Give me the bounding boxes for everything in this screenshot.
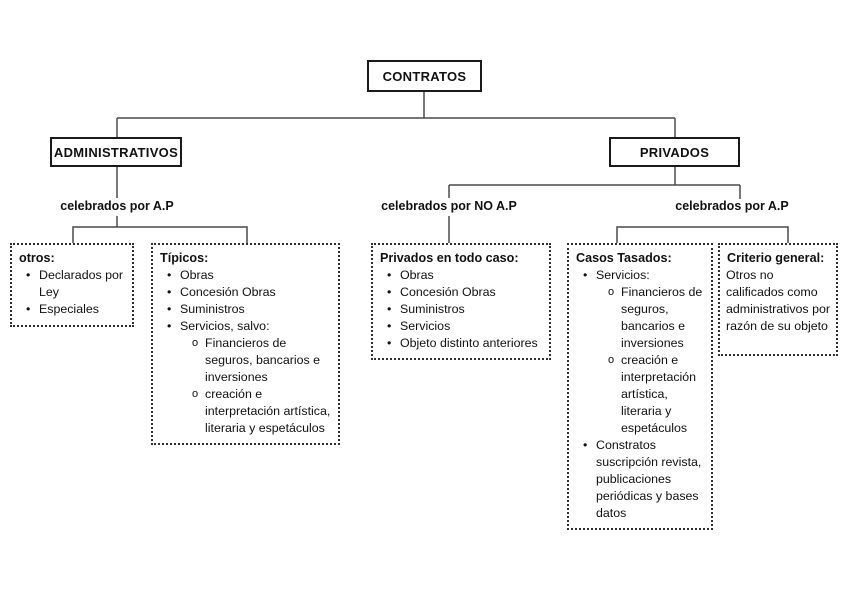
bullet-dot-icon: • [26, 268, 31, 282]
list-item: o creación e interpretación artística, li… [608, 352, 707, 437]
node-privados: PRIVADOS [609, 137, 740, 167]
bullet-dot-icon: • [26, 302, 31, 316]
bullet-dot-icon: • [167, 302, 172, 316]
bullet-dot-icon: • [387, 302, 392, 316]
node-privados-label: PRIVADOS [639, 144, 710, 160]
box-criterio-general-title: Criterio general: [727, 251, 825, 265]
list-item-text: Declarados por Ley [39, 268, 124, 299]
list-item-text: Financieros de seguros, bancarios e inve… [205, 336, 321, 384]
box-tipicos-list: • Obras • Concesión Obras • Suministros • Servi… [159, 267, 334, 437]
bullet-dot-icon: • [167, 285, 172, 299]
list-item: o creación e interpretación artística, li… [192, 386, 334, 437]
box-criterio-general: Criterio general: Otros no calificados c… [718, 243, 838, 356]
bullet-circle-icon: o [192, 388, 199, 400]
list-item: • Concesión Obras [167, 284, 334, 301]
box-casos-tasados: Casos Tasados: • Servicios: o Financieros d… [567, 243, 713, 530]
bullet-dot-icon: • [167, 268, 172, 282]
list-item: • Suministros [167, 301, 334, 318]
list-item-text: creación e interpretación artística, lit… [205, 387, 331, 435]
box-otros-title: otros: [19, 251, 55, 265]
list-item: • Constratos suscripción revista, publica… [583, 437, 707, 522]
bullet-circle-icon: o [192, 337, 199, 349]
list-item: • Especiales [26, 301, 128, 318]
box-privados-en-todo-caso-list: • Obras • Concesión Obras • Suministros • Servi… [379, 267, 545, 352]
group-label-celebrados-por-no-ap: celebrados por NO A.P [381, 199, 517, 213]
connector-ap-bracket [616, 226, 789, 243]
list-item-text: Constratos suscripción revista, publicac… [596, 438, 702, 520]
root-node-contratos: CONTRATOS [367, 60, 482, 92]
list-item: • Servicios: [583, 267, 707, 284]
box-casos-tasados-title: Casos Tasados: [576, 251, 672, 265]
list-item-text: Obras [400, 268, 434, 282]
list-item: • Servicios, salvo: [167, 318, 334, 335]
list-item: • Servicios [387, 318, 545, 335]
list-item-text: Concesión Obras [180, 285, 276, 299]
bullet-dot-icon: • [167, 319, 172, 333]
list-item: • Objeto distinto anteriores [387, 335, 545, 352]
list-item-text: Concesión Obras [400, 285, 496, 299]
bullet-dot-icon: • [387, 268, 392, 282]
root-node-label: CONTRATOS [382, 68, 467, 84]
bullet-dot-icon: • [583, 438, 588, 452]
connector-admin-bracket [72, 226, 248, 243]
list-item: o Financieros de seguros, bancarios e inv… [192, 335, 334, 386]
bullet-dot-icon: • [387, 319, 392, 333]
box-privados-en-todo-caso: Privados en todo caso: • Obras • Concesión … [371, 243, 551, 360]
group-label-celebrados-por-ap-admin: celebrados por A.P [60, 199, 174, 213]
list-item-text: Financieros de seguros, bancarios e inve… [621, 285, 703, 350]
list-item-text: Servicios, salvo: [180, 319, 270, 333]
list-item: • Declarados por Ley [26, 267, 128, 301]
group-label-celebrados-por-ap-priv: celebrados por A.P [675, 199, 789, 213]
bullet-dot-icon: • [387, 336, 392, 350]
bullet-circle-icon: o [608, 354, 615, 366]
list-item-text: creación e interpretación artística, lit… [621, 353, 697, 435]
list-item: • Obras [167, 267, 334, 284]
list-item-text: Servicios [400, 319, 451, 333]
list-item-text: Especiales [39, 302, 99, 316]
list-item-text: Servicios: [596, 268, 650, 282]
box-privados-en-todo-caso-title: Privados en todo caso: [380, 251, 519, 265]
list-item: • Suministros [387, 301, 545, 318]
box-otros-list: • Declarados por Ley • Especiales [18, 267, 128, 318]
list-item-text: Suministros [400, 302, 465, 316]
box-casos-tasados-list: • Servicios: o Financieros de seguros, banc… [575, 267, 707, 522]
node-administrativos: ADMINISTRATIVOS [50, 137, 182, 167]
box-otros: otros: • Declarados por Ley • Especiales [10, 243, 134, 327]
list-item: o Financieros de seguros, bancarios e inv… [608, 284, 707, 352]
list-item-text: Obras [180, 268, 214, 282]
list-item-text: Suministros [180, 302, 245, 316]
box-criterio-general-body: Otros no calificados como administrativo… [726, 268, 830, 333]
bullet-dot-icon: • [583, 268, 588, 282]
list-item: • Obras [387, 267, 545, 284]
bullet-circle-icon: o [608, 286, 615, 298]
list-item: • Concesión Obras [387, 284, 545, 301]
box-tipicos: Típicos: • Obras • Concesión Obras • Suminist… [151, 243, 340, 445]
box-tipicos-title: Típicos: [160, 251, 209, 265]
node-administrativos-label: ADMINISTRATIVOS [53, 144, 179, 160]
list-item-text: Objeto distinto anteriores [400, 336, 538, 350]
bullet-dot-icon: • [387, 285, 392, 299]
